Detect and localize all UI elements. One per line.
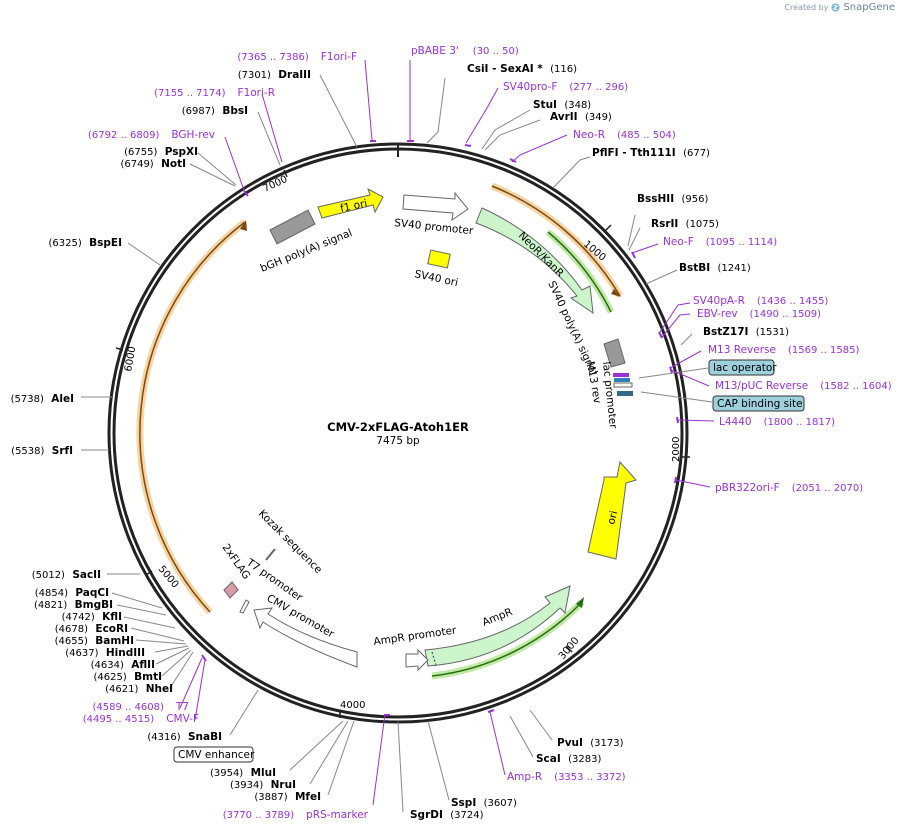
primer-l4440: L4440(1800 .. 1817): [719, 416, 835, 428]
box-lac-operator-label: lac operator: [713, 362, 777, 374]
site-bstbi: BstBI (1241): [679, 262, 751, 274]
feature-lac-promoter: [613, 382, 633, 388]
site-pspxi: (6755) PspXI: [124, 146, 198, 158]
site-noti: (6749) NotI: [120, 158, 186, 170]
feature-kozak: [265, 548, 276, 561]
primer-neo-r: Neo-R(485 .. 504): [573, 129, 676, 141]
site-stui: StuI (348): [533, 99, 591, 111]
boxed-labels: lac operator CAP binding site CMV enhanc…: [173, 359, 805, 763]
site-mlui: (3954) MluI: [210, 767, 276, 779]
feature-t7-promoter: [239, 599, 250, 614]
primer-f1ori-r: (7155 .. 7174)F1ori-R: [154, 87, 275, 99]
feature-sv40-promoter: [402, 191, 469, 222]
primer-f1ori-f: (7365 .. 7386)F1ori-F: [237, 51, 357, 63]
box-cap-binding-site: [712, 395, 805, 412]
label-sv40-promoter: SV40 promoter: [394, 217, 475, 237]
site-bbsi: (6987) BbsI: [182, 105, 248, 117]
site-nrui: (3934) NruI: [230, 779, 296, 791]
feature-2xflag: [223, 581, 239, 599]
label-ampr: AmpR: [481, 606, 515, 629]
site-scai: ScaI (3283): [536, 753, 601, 765]
box-cap-binding-site-label: CAP binding site: [717, 398, 803, 410]
site-sspi: SspI (3607): [451, 797, 517, 809]
box-cmv-enhancer-label: CMV enhancer: [178, 749, 255, 761]
site-draiii: (7301) DraIII: [238, 69, 311, 81]
site-snabi: (4316) SnaBI: [147, 731, 222, 743]
tick-2000: 2000: [671, 437, 682, 462]
label-f1-ori: f1 ori: [339, 198, 368, 215]
label-ampr-promoter: AmpR promoter: [373, 624, 458, 648]
plasmid-name: CMV-2xFLAG-Atoh1ER: [327, 420, 469, 434]
primer-m13-reverse: M13 Reverse(1569 .. 1585): [708, 344, 859, 356]
primer-pbr322ori-f: pBR322ori-F(2051 .. 2070): [715, 482, 863, 494]
feature-lac-operator-mark: [614, 378, 630, 382]
primers: pBABE 3'(30 .. 50) SV40pro-F(277 .. 296)…: [83, 45, 892, 821]
site-sacii: (5012) SacII: [32, 569, 101, 581]
feature-sv40-polya: [603, 338, 626, 368]
feature-neor: [475, 207, 594, 315]
credit-created-by: Created by: [784, 3, 829, 12]
tick-6000: 6000: [123, 346, 138, 373]
feature-cap-mark: [617, 391, 633, 396]
primer-amp-r: Amp-R(3353 .. 3372): [507, 771, 626, 783]
site-mfei: (3887) MfeI: [254, 791, 321, 803]
label-m13-rev: M13 rev: [584, 360, 603, 404]
primer-prs-marker: (3770 .. 3789)pRS-marker: [223, 809, 369, 821]
site-bmti: (4625) BmtI: [94, 671, 162, 683]
site-pflfi: PflFI - Tth111I (677): [592, 147, 710, 159]
primer-lines: [179, 59, 715, 806]
primer-neo-f: Neo-F(1095 .. 1114): [663, 236, 777, 248]
site-ecori: (4678) EcoRI: [55, 623, 128, 635]
site-bmgbi: (4821) BmgBI: [34, 599, 113, 611]
site-rsrii: RsrII (1075): [651, 218, 719, 230]
site-paqci: (4854) PaqCI: [35, 587, 109, 599]
site-bamhi: (4655) BamHI: [55, 635, 134, 647]
snapgene-credit: Created by SnapGene: [784, 2, 895, 13]
site-pvui: PvuI (3173): [557, 737, 624, 749]
primer-ebv-rev: EBV-rev(1490 .. 1509): [697, 308, 821, 320]
primer-bgh-rev: (6792 .. 6809)BGH-rev: [88, 129, 215, 141]
plasmid-size: 7475 bp: [376, 435, 420, 447]
leader-lines: [81, 74, 713, 813]
restriction-sites: CsiI - SexAI * (116) StuI (348) AvrII (3…: [11, 63, 789, 821]
primer-pbabe3: pBABE 3'(30 .. 50): [411, 45, 519, 57]
feature-f1-ori: [317, 187, 384, 219]
site-bsshii: BssHII (956): [637, 193, 708, 205]
primer-cmv-f: (4495 .. 4515)CMV-F: [83, 713, 199, 725]
site-avrii: AvrII (349): [550, 111, 612, 123]
box-lac-operator: [708, 359, 775, 376]
site-alei: (5738) AleI: [11, 393, 74, 405]
primer-t7: (4589 .. 4608)T7: [92, 701, 189, 713]
feature-ampr: [424, 585, 571, 667]
site-srfi: (5538) SrfI: [11, 445, 73, 457]
label-ori: ori: [605, 509, 620, 525]
primer-sv40pro-f: SV40pro-F(277 .. 296): [503, 81, 628, 93]
snapgene-logo-icon: [831, 3, 840, 12]
site-hindiii: (4637) HindIII: [65, 647, 145, 659]
site-csii: CsiI - SexAI * (116): [467, 63, 577, 75]
label-sv40-ori: SV40 ori: [413, 268, 459, 289]
primer-m13-puc-reverse: M13/pUC Reverse(1582 .. 1604): [715, 380, 892, 392]
credit-brand: SnapGene: [843, 2, 895, 13]
feature-m13-rev-mark: [613, 373, 629, 377]
feature-bgh-polya: [269, 209, 316, 245]
feature-sv40-ori: [427, 249, 451, 269]
tick-4000: 4000: [340, 700, 365, 711]
site-sgrdi: SgrDI (3724): [410, 809, 484, 821]
label-kozak: Kozak sequence: [256, 508, 324, 576]
site-bspei: (6325) BspEI: [49, 237, 122, 249]
box-cmv-enhancer: [173, 746, 254, 763]
primer-marks: [201, 140, 679, 716]
feature-ampr-promoter: [405, 648, 429, 672]
site-nhei: (4621) NheI: [105, 683, 173, 695]
site-aflii: (4634) AflII: [91, 659, 155, 671]
site-bstz17i: BstZ17I (1531): [703, 326, 789, 338]
feature-ori: [587, 460, 637, 560]
primer-sv40pa-r: SV40pA-R(1436 .. 1455): [693, 295, 828, 307]
feature-cmv-promoter: [253, 607, 358, 668]
site-kfli: (4742) KflI: [62, 611, 122, 623]
